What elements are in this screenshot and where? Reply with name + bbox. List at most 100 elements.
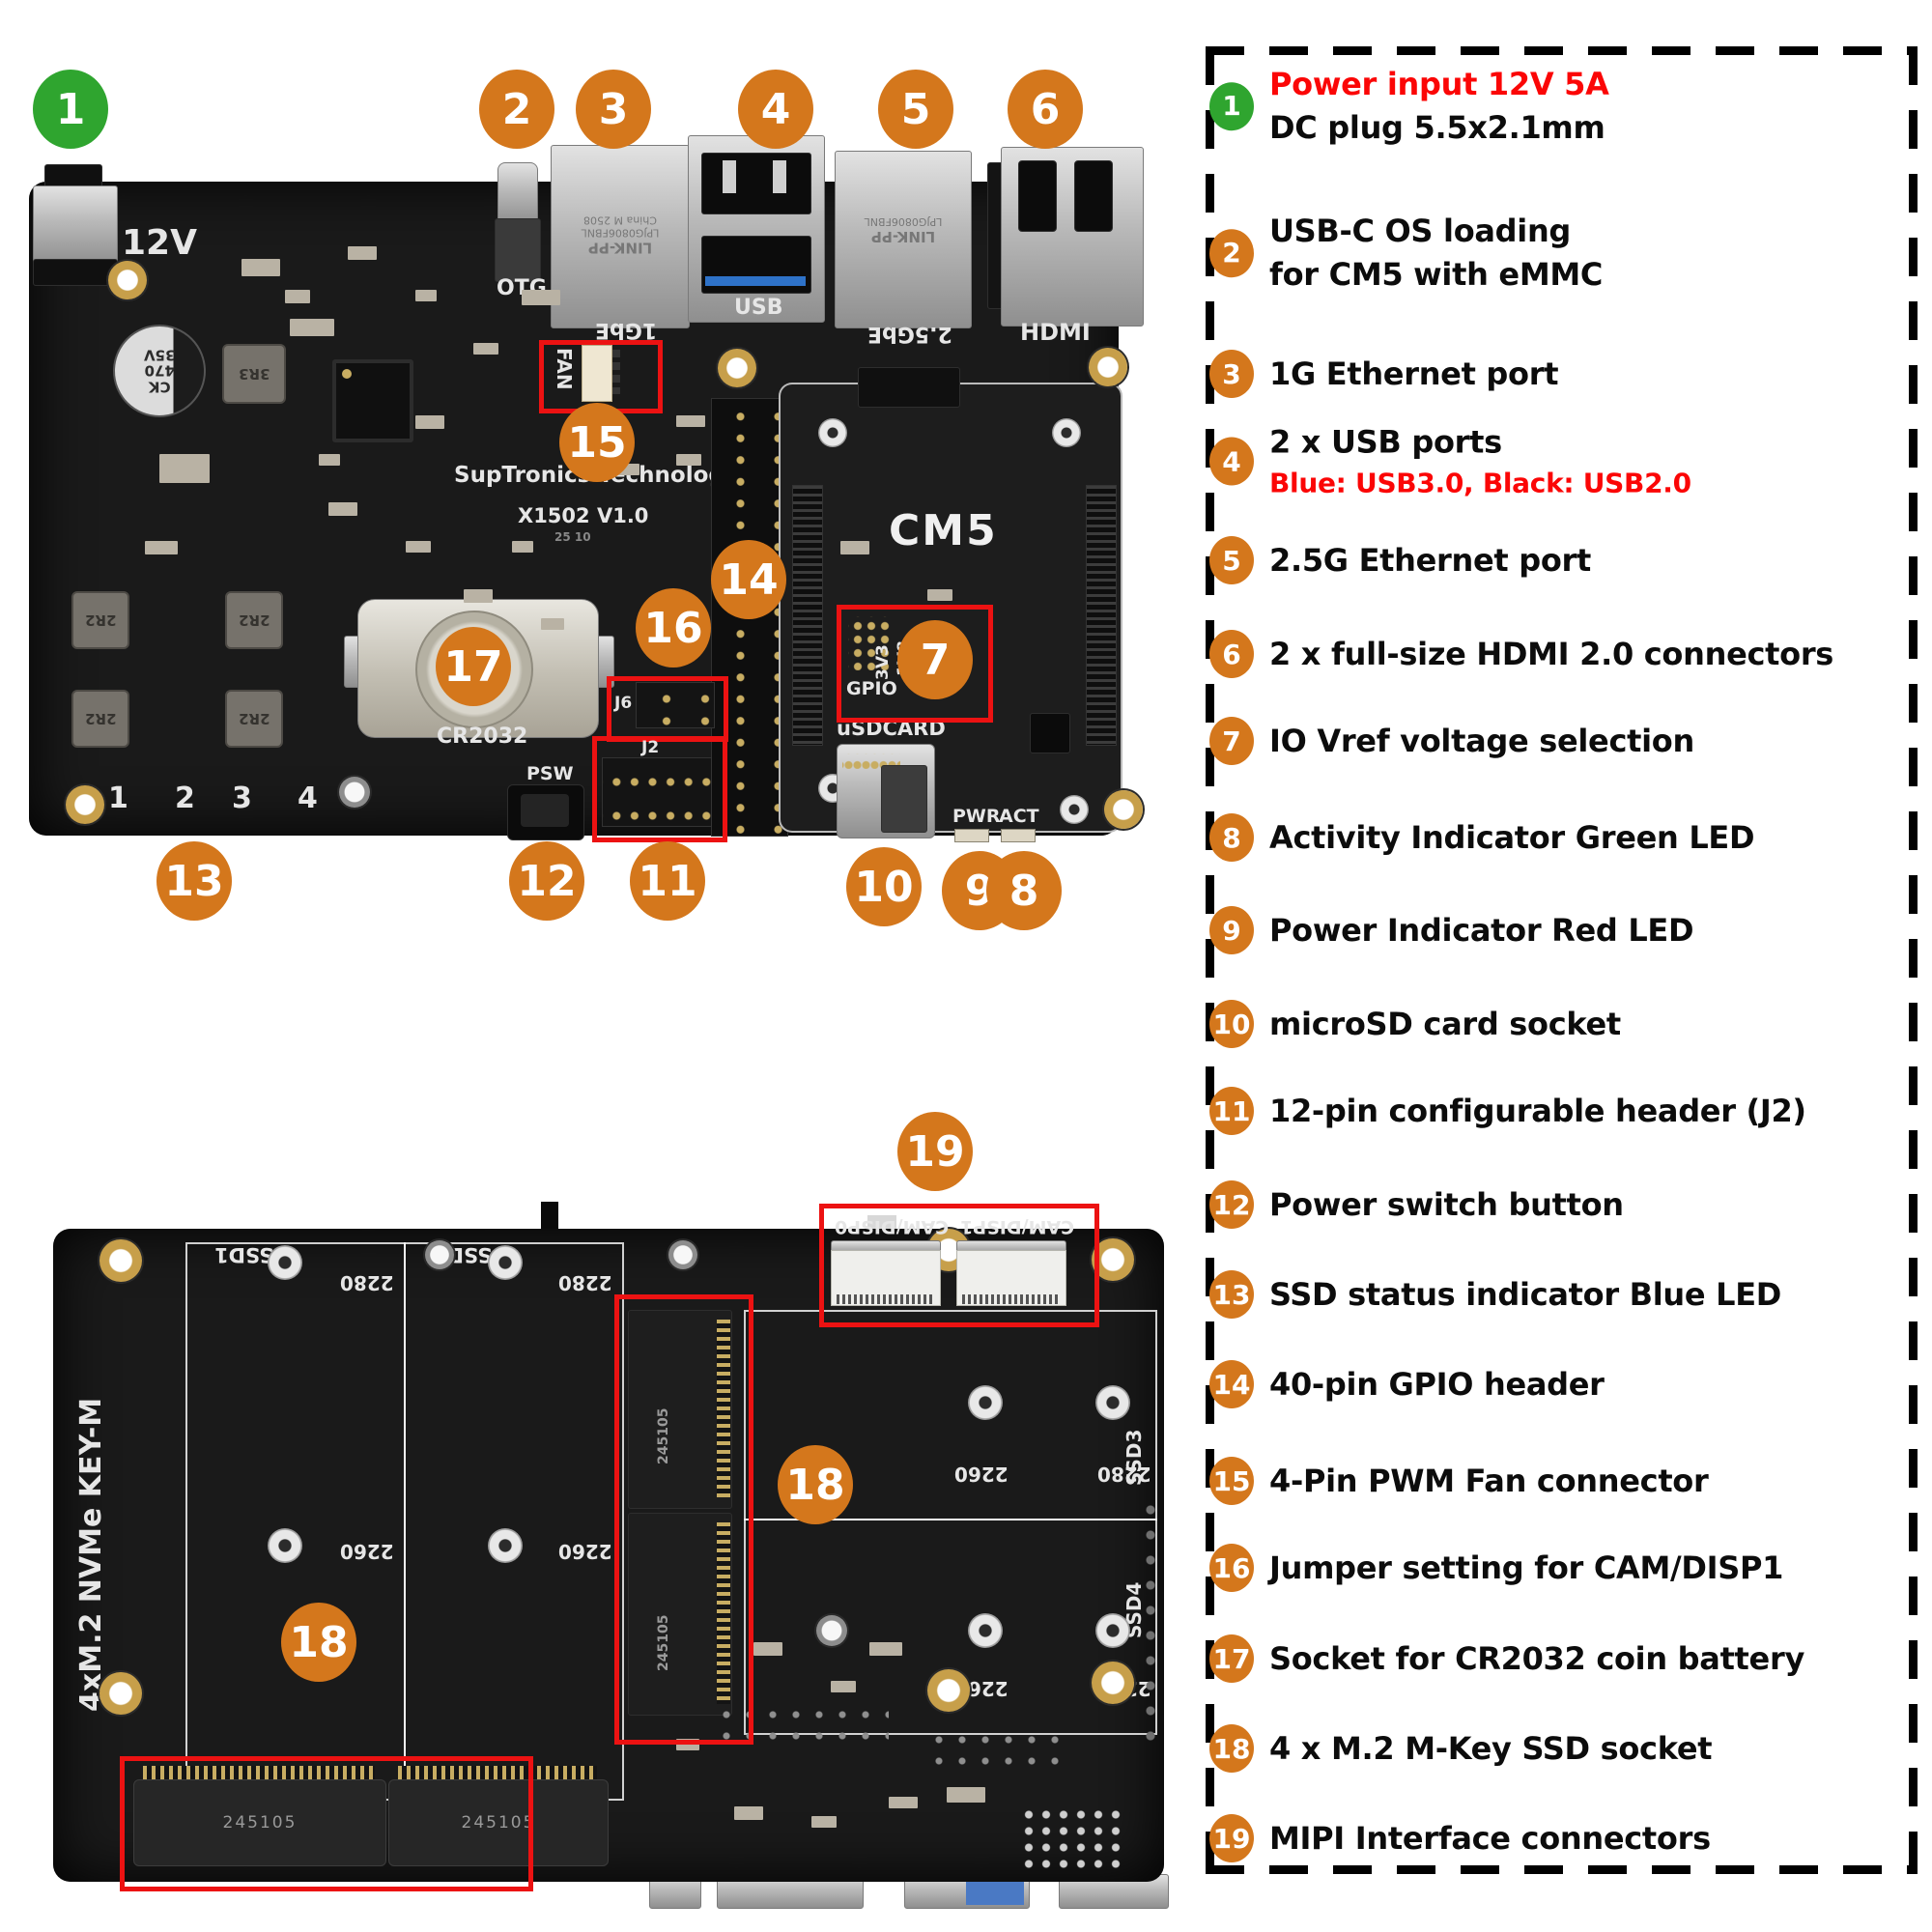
cm5-chip [858,367,960,408]
silkscreen-pwr: PWR [952,806,1001,827]
silkscreen-gpio: GPIO [846,678,897,699]
marker-badge-10: 10 [846,847,922,926]
inductor-2r2: 2R2 [225,591,283,649]
marker-badge-3: 3 [576,70,651,149]
standoff-screw [541,1202,558,1235]
mounting-hole [1092,1662,1134,1704]
marker-badge-7: 7 [897,620,973,699]
usb2-port-slot [701,153,811,214]
legend-text-19-0: MIPI Interface connectors [1269,1819,1711,1857]
legend-text-6-0: 2 x full-size HDMI 2.0 connectors [1269,635,1834,672]
usb-c-otg-connector [497,162,538,224]
marker-badge-2: 2 [479,70,554,149]
cm5-component [1030,713,1070,753]
legend-border-left [1206,46,1214,1874]
electrolytic-capacitor: CK 470 35V [113,325,206,417]
silkscreen-cam-disp0: CAM/DISP0 [835,1216,950,1237]
cm5-screw-tl [818,418,847,447]
legend-text-13-0: SSD status indicator Blue LED [1269,1275,1782,1313]
legend-badge-17: 17 [1209,1634,1254,1683]
legend-text-14-0: 40-pin GPIO header [1269,1365,1605,1403]
ssd1-zone-outline [185,1242,406,1801]
microsd-slot [881,765,927,833]
io-vref-jumper-pads [848,616,891,670]
legend-item-8: 8 Activity Indicator Green LED [1209,813,1755,862]
silkscreen-cr2032: CR2032 [437,724,528,749]
board-hole [816,1615,847,1646]
fan-connector-pins [612,350,620,394]
silkscreen-num-4: 4 [298,781,318,815]
power-switch-cap [521,794,569,827]
inductor-3r3: 3R3 [222,344,286,404]
ssd-standoff-screw [268,1245,302,1280]
smd-pad [753,1642,782,1656]
legend-badge-8: 8 [1209,813,1254,862]
mounting-hole [1089,348,1127,386]
m2-ssd-socket: 245105 [133,1779,386,1866]
hdmi-slot-right [1074,160,1113,232]
edge-component [867,1215,896,1233]
smd-pad [512,541,533,553]
silkscreen-cam-disp1: CAM/DISP1 [960,1216,1075,1237]
silkscreen-fan: FAN [553,348,576,390]
legend-text-8-0: Activity Indicator Green LED [1269,818,1755,856]
silkscreen-num-2: 2 [175,781,195,815]
silkscreen-ssd1: SSD1 [214,1243,274,1266]
silkscreen-rev: 25 10 [554,530,591,544]
io-vref-highlight-box [837,605,993,723]
smd-pad [285,290,310,303]
ethernet-25g-marking: LINK-PP LPJG0806FBNL [864,215,943,246]
activity-led [1001,829,1036,842]
legend-text-3-0: 1G Ethernet port [1269,355,1559,392]
mounting-hole [99,1672,142,1715]
mounting-hole [66,785,104,824]
power-led [954,829,989,842]
cm5-b2b-connector-right [1086,485,1117,746]
smd-pad [348,246,377,260]
legend-text-16-0: Jumper setting for CAM/DISP1 [1269,1548,1784,1586]
silkscreen-num-1: 1 [108,781,128,815]
smd-pad [869,1642,902,1656]
cm5-screw-br [1060,795,1089,824]
legend-text-17-0: Socket for CR2032 coin battery [1269,1639,1805,1677]
ssd-standoff-screw [968,1385,1003,1420]
smd-pad [464,589,493,603]
legend-item-6: 6 2 x full-size HDMI 2.0 connectors [1209,630,1833,678]
marker-badge-18: 18 [778,1445,853,1524]
qfp-chip [332,359,413,442]
legend-badge-4: 4 [1209,437,1254,486]
legend-badge-6: 6 [1209,630,1254,678]
legend-text-12-0: Power switch button [1269,1185,1624,1223]
silkscreen-usdcard: uSDCARD [837,717,946,740]
usb-c-otg-base [495,218,541,282]
marker-badge-14: 14 [711,540,786,619]
hdmi-port [1001,147,1144,327]
legend-panel [1206,46,1918,1874]
legend-text-2-1: for CM5 with eMMC [1269,256,1604,293]
legend-badge-2: 2 [1209,229,1254,277]
ssd-standoff-screw [1095,1613,1130,1648]
marker-badge-5: 5 [878,70,953,149]
m2-ssd-socket: 245105 [388,1779,609,1866]
smd-pad [734,1806,763,1820]
usb-clip-left [723,160,736,193]
smd-pad [811,1816,837,1828]
marker-badge-4: 4 [738,70,813,149]
ssd-standoff-screw [268,1528,302,1563]
ffc-connector-pins [837,1294,933,1304]
silkscreen-2280: 2280 [340,1271,394,1294]
board-hole [425,1240,454,1269]
mounting-hole [927,1669,970,1712]
j2-12pin-header [602,757,712,827]
cm5-screw-tr [1052,418,1081,447]
